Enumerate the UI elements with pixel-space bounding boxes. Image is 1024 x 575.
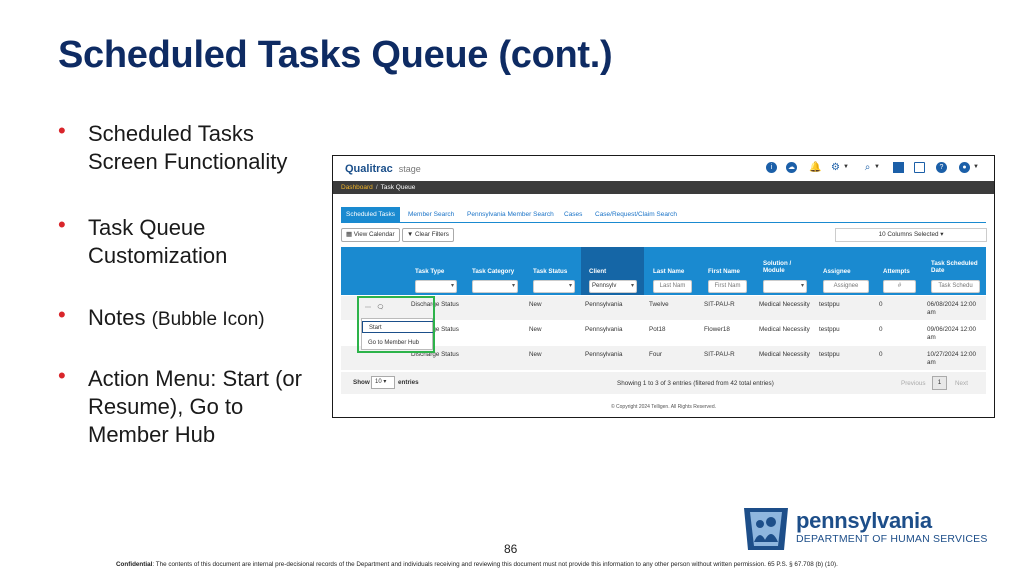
slide-title: Scheduled Tasks Queue (cont.) [58,34,613,76]
bell-icon[interactable]: 🔔 [809,162,822,173]
speech-bubble-icon[interactable]: 🗨 [376,305,385,311]
gear-icon[interactable]: ⚙ [830,162,841,173]
calendar-icon: ▦ [346,231,354,238]
bullet-dot: • [58,363,66,388]
page-size-select[interactable]: 10 ▾ [371,376,395,389]
chevron-down-icon[interactable]: ▼ [874,164,880,170]
breadcrumb-home[interactable]: Dashboard [341,184,373,191]
info-icon[interactable]: i [766,162,777,173]
last-name-filter[interactable]: Last Nam [653,280,692,293]
column-header[interactable]: Task Category [472,268,515,275]
breadcrumb: Dashboard/Task Queue [333,181,994,194]
tab-member-search[interactable]: Member Search [408,211,455,218]
solution-module-filter[interactable] [763,280,807,293]
column-header[interactable]: Attempts [883,268,910,275]
ellipsis-icon[interactable]: ⋯ [365,305,371,311]
attempts-filter[interactable]: # [883,280,916,293]
user-avatar-icon[interactable]: ● [959,162,970,173]
chevron-down-icon[interactable]: ▼ [843,164,849,170]
go-to-member-hub-menu-item[interactable]: Go to Member Hub [368,340,420,346]
table-row[interactable]: Discharge Status New Pennsylvania Twelve… [341,296,986,320]
task-type-filter[interactable] [415,280,457,293]
chevron-down-icon[interactable]: ▼ [973,164,979,170]
table-row[interactable]: Discharge Status New Pennsylvania Pot18 … [411,326,977,341]
brand-department: DEPARTMENT OF HUMAN SERVICES [796,533,988,545]
tab-cases[interactable]: Cases [564,211,583,218]
highlight-box [357,296,435,353]
breadcrumb-current: Task Queue [380,184,416,191]
bullet-text: Notes (Bubble Icon) [88,304,328,334]
tab-pennsylvania-member-search[interactable]: Pennsylvania Member Search [467,211,554,218]
column-header[interactable]: Assignee [823,268,851,275]
row-action-icons: ⋯ 🗨 [365,304,384,311]
bullet-dot: • [58,212,66,237]
bullet-text: Task Queue Customization [88,215,228,268]
bullet-dot: • [58,302,66,327]
table-info: Showing 1 to 3 of 3 entries (filtered fr… [617,380,774,387]
task-category-filter[interactable] [472,280,518,293]
client-filter[interactable]: Pennsylv [589,280,637,293]
column-header[interactable]: Solution / Module [763,260,792,274]
column-header[interactable]: Task Type [415,268,445,275]
chart-icon[interactable] [893,162,904,173]
bullet-note: (Bubble Icon) [151,309,265,330]
column-header[interactable]: Task Scheduled Date [931,260,978,274]
tab-bar: Scheduled Tasks Member Search Pennsylvan… [341,207,986,223]
confidential-notice: Confidential: The contents of this docum… [116,561,838,568]
table-row[interactable]: Discharge Status New Pennsylvania Four S… [341,346,986,370]
table-footer: Show 10 ▾ entries Showing 1 to 3 of 3 en… [341,372,986,394]
header-toolbar: i ☁ 🔔 ⚙ ▼ ⌕ ▼ ? ● ▼ [766,162,986,176]
previous-button[interactable]: Previous [901,380,926,387]
search-icon[interactable]: ⌕ [862,162,873,173]
show-label: Show [353,379,370,386]
pa-dhs-logo [740,502,1000,552]
filter-icon: ▼ [407,231,415,238]
page-button[interactable]: 1 [932,376,947,390]
bullet-text: Scheduled Tasks Screen Functionality [88,121,288,174]
next-button[interactable]: Next [955,380,968,387]
scheduled-date-filter[interactable]: Task Schedu [931,280,980,293]
table-header: Task Type Task Category Task Status Clie… [341,247,986,295]
bullet-dot: • [58,118,66,143]
keystone-icon [744,508,788,550]
bullet-main: Notes [88,305,152,330]
tab-scheduled-tasks[interactable]: Scheduled Tasks [341,207,401,223]
view-calendar-button[interactable]: ▦ View Calendar [341,228,400,242]
page-number: 86 [504,542,518,556]
copyright: © Copyright 2024 Telligen. All Rights Re… [610,404,717,410]
tab-case-request-claim-search[interactable]: Case/Request/Claim Search [595,211,678,218]
brand-name: pennsylvania [796,508,932,533]
assignee-filter[interactable]: Assignee [823,280,869,293]
column-header[interactable]: First Name [708,268,740,275]
help-icon[interactable]: ? [936,162,947,173]
first-name-filter[interactable]: First Nam [708,280,747,293]
action-menu: Start Go to Member Hub [361,318,434,350]
calendar-icon[interactable] [914,162,925,173]
column-header[interactable]: Last Name [653,268,685,275]
clear-filters-button[interactable]: ▼ Clear Filters [402,228,454,242]
task-status-filter[interactable] [533,280,575,293]
entries-label: entries [398,379,419,386]
bullet-text: Action Menu: Start (or Resume), Go to Me… [88,366,302,447]
cloud-download-icon[interactable]: ☁ [786,162,797,173]
column-header[interactable]: Task Status [533,268,568,275]
columns-select[interactable]: 10 Columns Selected ▾ [835,228,987,242]
column-header[interactable]: Client [589,268,607,275]
